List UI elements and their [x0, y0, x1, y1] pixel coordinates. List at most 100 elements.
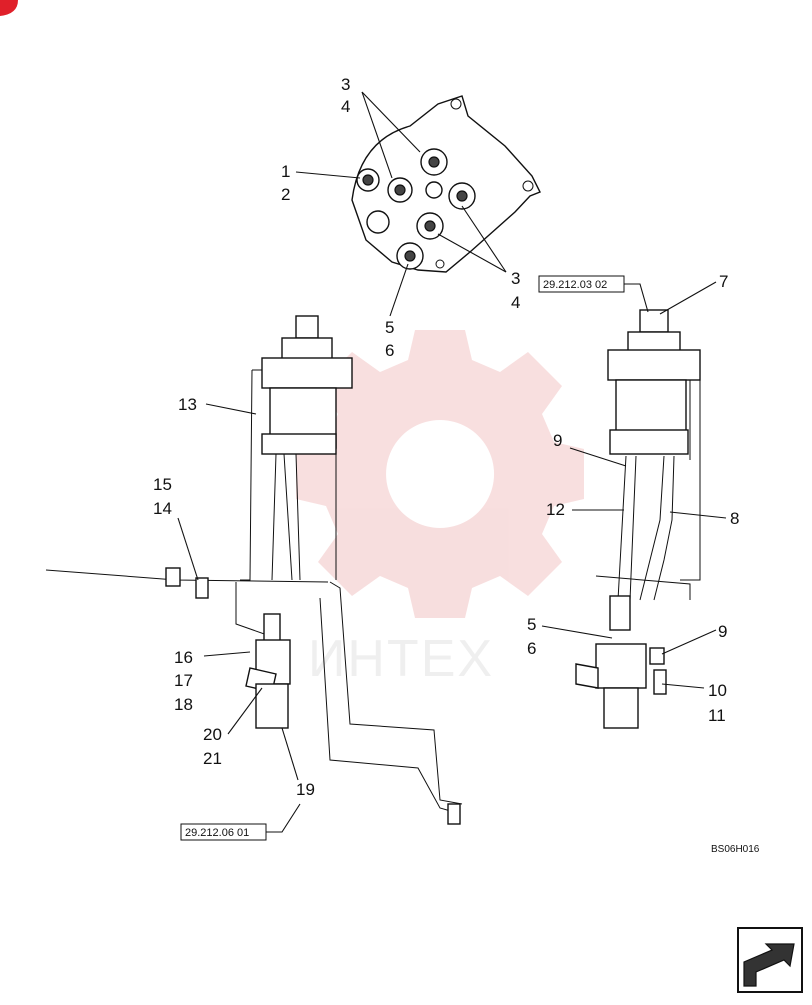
valve-port-1-inner: [362, 174, 374, 186]
callout-3b: 3: [511, 269, 520, 288]
valve-port-e-inner: [394, 184, 406, 196]
left-mounting-plate: [45, 569, 329, 583]
callout-1: 1: [281, 162, 290, 181]
leader-9b: [661, 629, 717, 655]
left-bracket-outer: [329, 581, 463, 805]
left-bracket-foot: [447, 803, 461, 825]
leader-3a-branch: [361, 91, 421, 153]
reference-link-bottom-left[interactable]: 29.212.06 01: [185, 827, 249, 839]
watermark-gear-icon: [296, 330, 584, 618]
leader-3a: [361, 91, 393, 179]
mounting-hole: [522, 180, 534, 192]
hose-8: [639, 455, 675, 601]
next-page-arrow-icon[interactable]: [737, 927, 803, 993]
left-bracket-inner: [319, 597, 455, 813]
leader-14: [177, 517, 199, 581]
callout-5b: 5: [527, 615, 536, 634]
bolt-14: [195, 577, 209, 599]
left-valve-body: [255, 683, 289, 729]
leader-8: [669, 511, 727, 519]
callout-9b: 9: [718, 622, 727, 641]
left-bracket-arm: [235, 582, 271, 637]
callout-14: 14: [153, 499, 172, 518]
corner-mark-icon: [0, 0, 18, 16]
valve-port-c-inner: [456, 190, 468, 202]
valve-plug: [366, 210, 390, 234]
right-filter-cap: [639, 309, 669, 333]
callout-12: 12: [546, 500, 565, 519]
leader-3b-branch: [437, 233, 507, 273]
leader-13: [205, 403, 257, 415]
callout-20: 20: [203, 725, 222, 744]
callout-9a: 9: [553, 431, 562, 450]
nav-arrow-shape: [743, 943, 795, 987]
hose-12: [617, 455, 637, 601]
leader-7: [659, 281, 717, 315]
valve-port-p-inner: [404, 250, 416, 262]
leader-16: [203, 651, 251, 657]
callout-15: 15: [153, 475, 172, 494]
left-filter-top: [261, 357, 353, 389]
fitting-5-6: [609, 595, 631, 631]
reference-box-frame: [180, 823, 267, 841]
leader-1: [295, 171, 361, 179]
leader-lines: [177, 91, 727, 833]
right-filter-head: [627, 331, 681, 353]
reference-box-frame: [538, 275, 625, 293]
callout-17: 17: [174, 671, 193, 690]
right-plate: [595, 575, 691, 600]
leader-20: [227, 687, 263, 735]
fitting-10-11: [653, 669, 667, 695]
callout-16: 16: [174, 648, 193, 667]
valve-head-face-view: [351, 95, 541, 273]
callout-4b: 4: [511, 293, 520, 312]
leader-5b: [541, 625, 613, 639]
right-filter-guard: [680, 370, 701, 581]
left-filter-collar: [261, 433, 337, 455]
right-valve-body: [603, 687, 639, 729]
valve-center-port: [425, 181, 443, 199]
drawing-code: BS06H016: [711, 844, 760, 855]
left-filter-assembly: [45, 315, 463, 825]
callout-2: 2: [281, 185, 290, 204]
leader-ref-bottom-left: [266, 803, 301, 833]
reference-box-top-right[interactable]: 29.212.03 02: [538, 275, 625, 293]
callout-5a: 5: [385, 318, 394, 337]
callout-11: 11: [708, 706, 726, 725]
valve-port-top-inner: [428, 156, 440, 168]
leader-9a: [569, 447, 627, 467]
callout-4a: 4: [341, 97, 350, 116]
leader-19: [281, 727, 299, 781]
reference-box-bottom-left[interactable]: 29.212.06 01: [180, 823, 267, 841]
callout-labels: 3 4 1 2 3 4 5 6 7 13 15 14 9 12 8 5 6 9 …: [153, 75, 739, 799]
left-filter-guard: [240, 369, 337, 581]
callout-21: 21: [203, 749, 222, 768]
watermark-logo: ИНТЕХ: [296, 330, 584, 688]
callout-6a: 6: [385, 341, 394, 360]
right-elbow-fitting: [575, 663, 599, 689]
left-filter-cap: [295, 315, 319, 339]
leader-5a: [389, 263, 409, 317]
right-valve-block: [595, 643, 647, 689]
callout-18: 18: [174, 695, 193, 714]
mounting-hole: [435, 259, 445, 269]
callout-6b: 6: [527, 639, 536, 658]
leader-3b: [461, 205, 507, 273]
mounting-hole: [450, 98, 462, 110]
callout-8: 8: [730, 509, 739, 528]
callout-10: 10: [708, 681, 727, 700]
right-filter-collar: [609, 429, 689, 455]
leader-ref-top-right: [624, 283, 649, 313]
reference-link-top-right[interactable]: 29.212.03 02: [543, 279, 607, 291]
bolt-15: [165, 567, 181, 587]
fitting-9b: [649, 647, 665, 665]
left-filter-head: [281, 337, 333, 361]
valve-housing: [351, 95, 541, 273]
callout-7: 7: [719, 272, 728, 291]
leader-10: [661, 683, 705, 689]
callout-3a: 3: [341, 75, 350, 94]
right-filter-assembly: [575, 309, 701, 729]
right-filter-top: [607, 349, 701, 381]
